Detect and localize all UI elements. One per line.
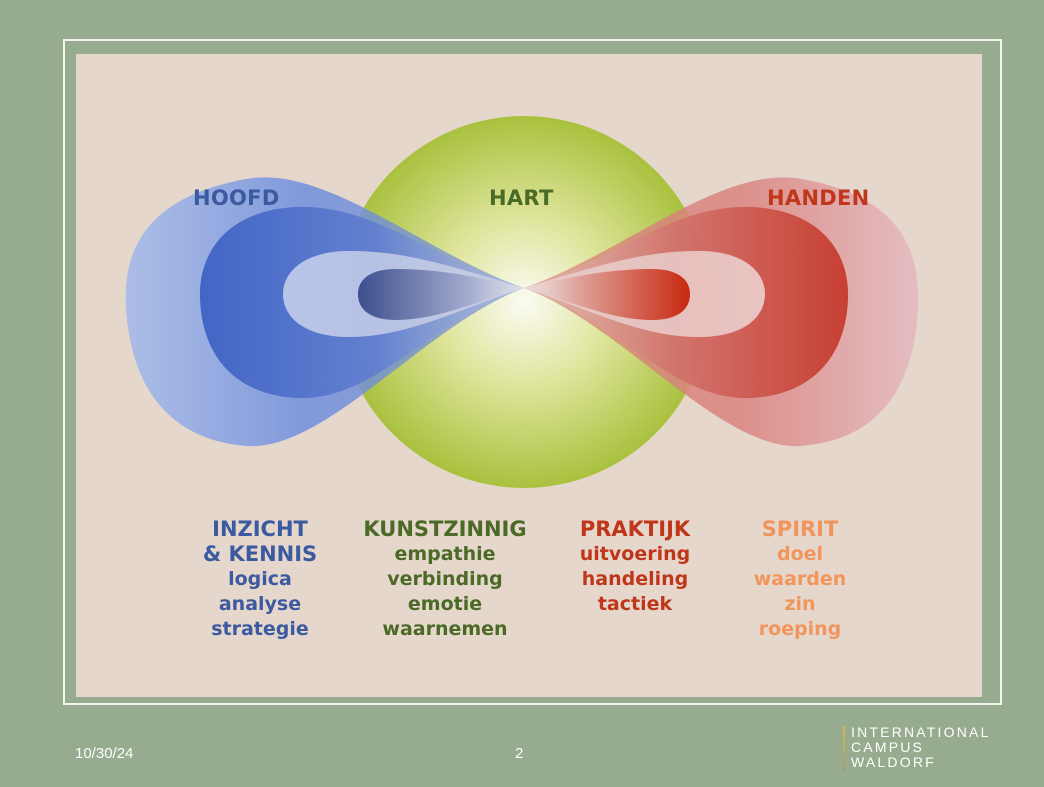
column-item: analyse — [218, 593, 302, 615]
slide-number: 2 — [515, 745, 524, 762]
heart-title: HART — [489, 186, 554, 210]
column-item: waarnemen — [382, 618, 508, 640]
logo-line: CAMPUS — [851, 739, 925, 755]
column-heading: PRAKTIJK — [579, 517, 691, 541]
column-item: tactiek — [597, 593, 673, 615]
column-item: strategie — [211, 618, 309, 640]
column-spirit: SPIRIT doel waarden zin roeping — [730, 517, 870, 642]
slide-frame — [63, 39, 1002, 705]
column-item: emotie — [407, 593, 483, 615]
logo-bar — [843, 726, 845, 772]
logo-line: WALDORF — [851, 754, 936, 770]
column-item: logica — [228, 568, 292, 590]
head-heart-hands-diagram — [125, 116, 919, 488]
head-title: HOOFD — [193, 186, 280, 210]
slide-date: 10/30/24 — [75, 745, 134, 762]
head-lobe — [125, 177, 524, 447]
column-heading: SPIRIT — [761, 517, 839, 541]
column-item: uitvoering — [579, 543, 691, 565]
column-heading: & KENNIS — [202, 542, 318, 566]
column-item: handeling — [581, 568, 689, 590]
hands-title: HANDEN — [767, 186, 870, 210]
column-practice: PRAKTIJK uitvoering handeling tactiek — [555, 517, 715, 617]
column-item: empathie — [394, 543, 496, 565]
column-item: doel — [776, 543, 824, 565]
logo-line: INTERNATIONAL — [851, 724, 991, 740]
column-item: zin — [784, 593, 816, 615]
column-heading: KUNSTZINNIG — [363, 517, 527, 541]
hands-lobe — [524, 177, 919, 447]
heart-circle — [338, 116, 710, 488]
column-heading: INZICHT — [212, 517, 308, 541]
column-item: verbinding — [387, 568, 503, 590]
column-item: roeping — [758, 618, 842, 640]
logo-text: INTERNATIONAL CAMPUS WALDORF — [851, 725, 991, 770]
column-insight: INZICHT & KENNIS logica analyse strategi… — [175, 517, 345, 642]
column-artistic: KUNSTZINNIG empathie verbinding emotie w… — [355, 517, 535, 642]
column-item: waarden — [753, 568, 847, 590]
